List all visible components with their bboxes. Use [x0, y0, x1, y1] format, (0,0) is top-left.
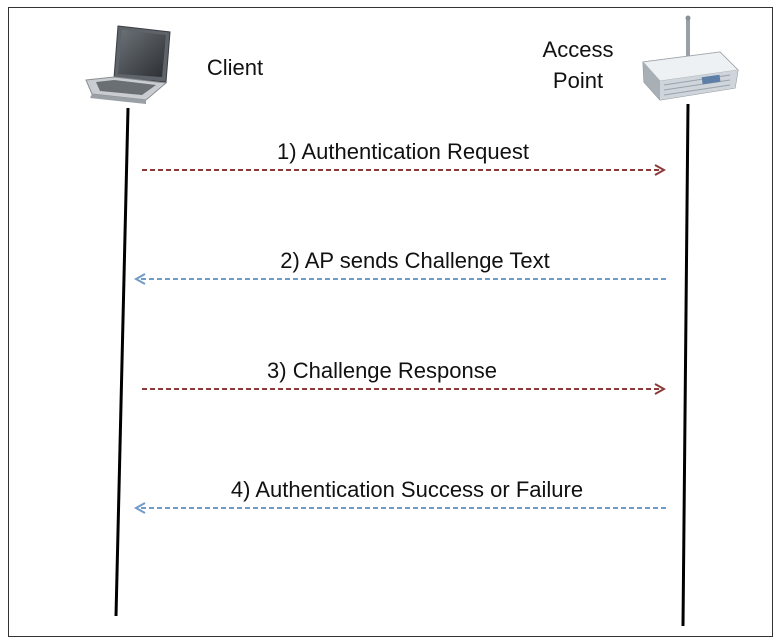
laptop-icon	[85, 25, 171, 104]
access-point-label-line1: Access	[543, 37, 614, 62]
access-point-lifeline	[681, 103, 690, 627]
client-label: Client	[207, 55, 263, 80]
client-lifeline	[114, 107, 130, 617]
message-4-label: 4) Authentication Success or Failure	[231, 477, 583, 502]
message-2-label: 2) AP sends Challenge Text	[280, 248, 549, 273]
message-1-label: 1) Authentication Request	[277, 139, 529, 164]
message-3-label: 3) Challenge Response	[267, 358, 497, 383]
diagram-frame	[8, 7, 773, 637]
wireless-router-icon	[642, 15, 739, 101]
access-point-label-line2: Point	[553, 68, 603, 93]
